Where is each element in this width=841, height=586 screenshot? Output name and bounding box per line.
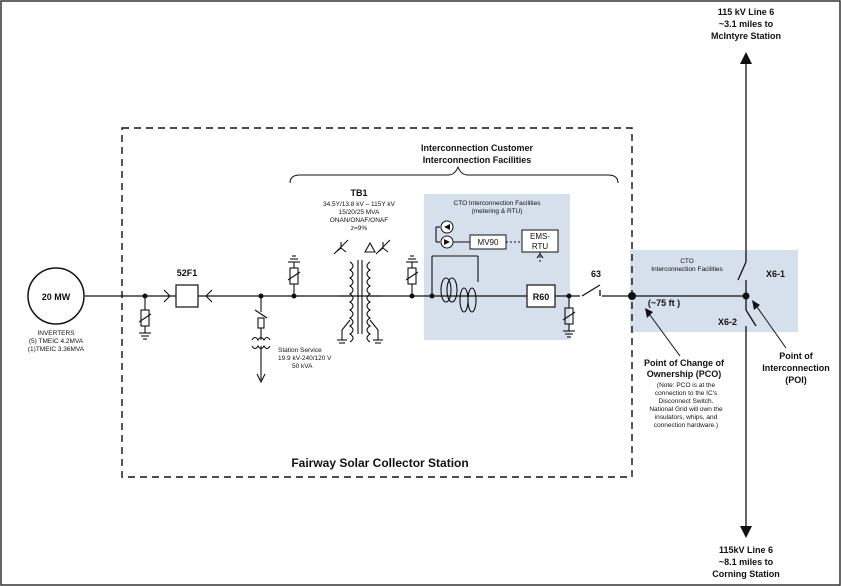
station-boundary bbox=[121, 127, 633, 478]
main-transformer-tb1 bbox=[337, 260, 383, 344]
cto-box-line2: (metering & RTU) bbox=[472, 208, 523, 215]
arrow-down-icon bbox=[740, 526, 752, 538]
pco-note5: insulators, whips, and bbox=[655, 414, 718, 421]
rtu-signal-arrow bbox=[536, 253, 544, 259]
junction-dot-3 bbox=[291, 293, 297, 299]
pco-point bbox=[628, 292, 636, 300]
poi-pointer-arrow bbox=[752, 300, 760, 310]
line-bottom-2: ~8.1 miles to bbox=[719, 557, 774, 567]
station-service-line1: Station Service bbox=[278, 347, 322, 354]
poi-line3: (POI) bbox=[785, 375, 807, 385]
pco-note6: connection hardware.) bbox=[654, 422, 718, 429]
poi-line2: Interconnection bbox=[762, 363, 830, 373]
cto-right-line2: Interconnection Facilities bbox=[651, 266, 723, 273]
pco-note3: Disconnect Switch. bbox=[659, 398, 714, 405]
line-top-2: ~3.1 miles to bbox=[719, 19, 774, 29]
switch-63-label: 63 bbox=[591, 269, 601, 279]
inverters-line2: (1)TMEIC 3.36MVA bbox=[28, 346, 85, 353]
switch-x6-2-blade bbox=[745, 309, 757, 327]
transformer-line3: ONAN/ONAF/ONAF bbox=[330, 217, 389, 224]
station-title: Fairway Solar Collector Station bbox=[291, 456, 468, 470]
meter-source-circles bbox=[435, 220, 470, 249]
line-top-1: 115 kV Line 6 bbox=[718, 7, 775, 17]
pco-line1: Point of Change of bbox=[644, 358, 725, 368]
generator-circle bbox=[27, 267, 85, 325]
ems-rtu-line2: RTU bbox=[532, 242, 549, 251]
cto-box-line1: CTO Interconnection Facilities bbox=[454, 200, 542, 207]
relay-r60-label: R60 bbox=[533, 292, 550, 302]
switch-63-blade bbox=[581, 284, 601, 297]
junction-dot-1 bbox=[142, 293, 148, 299]
metering-transformers bbox=[431, 255, 479, 313]
transformer-line2: 15/20/25 MVA bbox=[339, 209, 380, 216]
breaker-52f1-label: 52F1 bbox=[177, 268, 198, 278]
cto-right-distance: (~75 ft ) bbox=[648, 298, 680, 308]
pco-note1: (Note: PCO is at the bbox=[657, 382, 716, 389]
surge-arrester-3 bbox=[405, 255, 419, 296]
customer-facilities-line2: Interconnection Facilities bbox=[423, 155, 532, 165]
poi-pointer-line bbox=[754, 303, 787, 349]
line-top-3: McIntyre Station bbox=[711, 31, 781, 41]
transformer-name: TB1 bbox=[350, 188, 367, 198]
pco-line2: Ownership (PCO) bbox=[647, 369, 722, 379]
inverters-line1: (5) TMEIC 4.2MVA bbox=[29, 338, 84, 345]
junction-dot-4 bbox=[409, 293, 415, 299]
poi-line1: Point of bbox=[779, 351, 813, 361]
switch-x6-2-label: X6-2 bbox=[718, 317, 737, 327]
switch-x6-1-label: X6-1 bbox=[766, 269, 785, 279]
station-service-line3: 50 kVA bbox=[292, 363, 313, 370]
switch-x6-1-blade bbox=[737, 261, 747, 281]
wye-delta-symbols bbox=[333, 239, 391, 255]
transformer-line1: 34.5Y/13.8 kV – 115Y kV bbox=[323, 201, 396, 208]
relay-r60-box bbox=[526, 284, 556, 308]
customer-facilities-line1: Interconnection Customer bbox=[421, 143, 534, 153]
pco-note4: National Grid will own the bbox=[649, 406, 723, 413]
breaker-52f1 bbox=[163, 284, 213, 308]
line-bottom-1: 115kV Line 6 bbox=[719, 545, 773, 555]
mv90-label: MV90 bbox=[478, 238, 499, 247]
generator-label: 20 MW bbox=[42, 292, 71, 302]
junction-dot-6 bbox=[566, 293, 572, 299]
surge-arrester-2 bbox=[287, 255, 301, 296]
line-bottom-3: Corning Station bbox=[712, 569, 780, 579]
pco-note2: connection to the IC's bbox=[655, 390, 718, 397]
cto-right-line1: CTO bbox=[680, 258, 694, 265]
switch-63-gap bbox=[580, 290, 602, 302]
pco-pointer-line bbox=[646, 310, 681, 357]
cto-right-shaded-box bbox=[630, 250, 798, 332]
junction-dot-5 bbox=[429, 293, 435, 299]
station-service-transformer bbox=[251, 296, 271, 384]
arrow-up-icon bbox=[740, 52, 752, 64]
poi-point bbox=[742, 292, 750, 300]
pco-pointer-arrow bbox=[645, 308, 653, 318]
station-service-line2: 19.9 kV-240/120 V bbox=[278, 355, 332, 362]
cto-facilities-shaded-box bbox=[424, 194, 570, 340]
surge-arrester-1 bbox=[138, 296, 152, 340]
customer-facilities-brace bbox=[289, 165, 619, 184]
inverters-title: INVERTERS bbox=[37, 330, 75, 337]
transformer-line4: z=9% bbox=[351, 225, 368, 232]
ems-rtu-line1: EMS- bbox=[530, 232, 550, 241]
